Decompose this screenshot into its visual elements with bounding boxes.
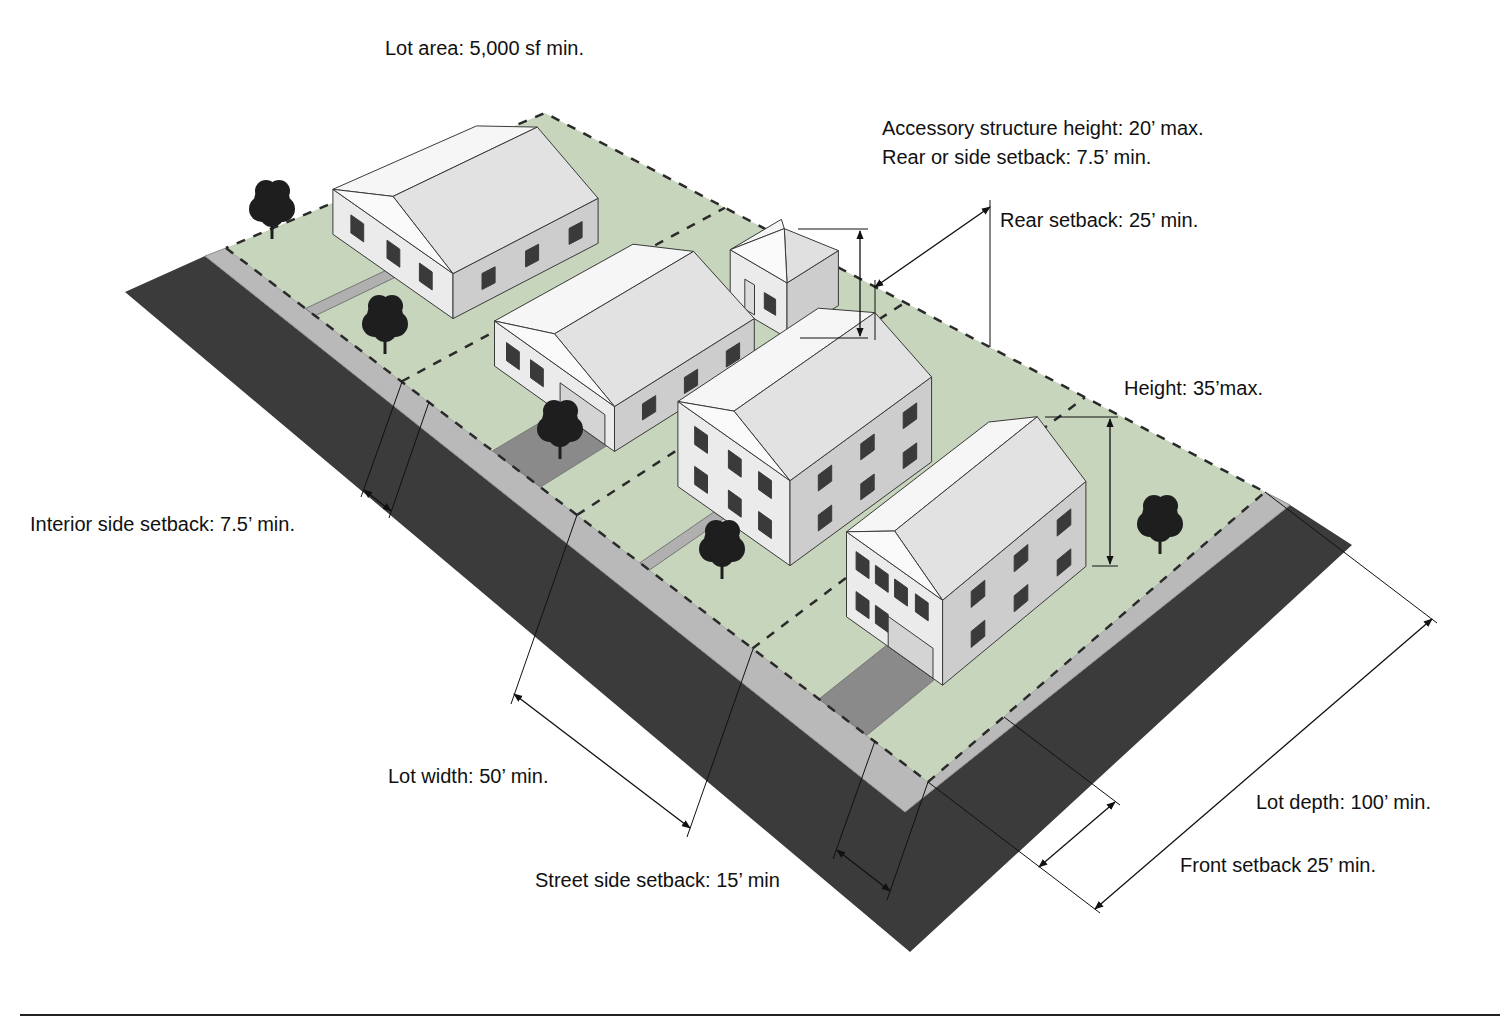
dimension-label: Lot width: 50’ min. — [388, 764, 548, 788]
tree-crown — [718, 520, 740, 542]
dimension-line — [1039, 802, 1115, 867]
extension-line — [875, 280, 876, 340]
roof-gable — [495, 321, 615, 407]
garage-door — [888, 616, 933, 678]
extension-line — [1045, 417, 1118, 418]
dimension-lines — [361, 200, 1437, 913]
window — [351, 215, 364, 242]
window — [895, 579, 908, 606]
dimension-label: Interior side setback: 7.5’ min. — [30, 512, 295, 536]
window — [569, 222, 582, 245]
extension-line — [798, 229, 868, 230]
dimension-label: Lot depth: 100’ min. — [1256, 790, 1431, 814]
trees — [249, 180, 1183, 579]
extension-line — [887, 782, 928, 900]
tree-crown — [268, 180, 290, 202]
window — [387, 240, 400, 267]
window — [856, 592, 869, 619]
dimension-line — [1109, 419, 1110, 564]
extension-line — [687, 649, 753, 837]
dimension-label: Front setback 25’ min. — [1180, 853, 1376, 877]
ground-marks — [226, 113, 1265, 782]
window — [1014, 545, 1028, 572]
window — [759, 512, 772, 539]
dimension-label: Rear setback: 25’ min. — [1000, 208, 1198, 232]
tree-crown — [556, 400, 578, 422]
extension-line — [511, 515, 577, 704]
window — [1057, 549, 1071, 576]
roof-gable — [333, 189, 453, 273]
extension-line — [389, 402, 429, 518]
extension-line — [928, 782, 1100, 913]
window — [482, 267, 495, 290]
window — [695, 426, 708, 453]
tree-crown — [1156, 495, 1178, 517]
buildings — [333, 126, 1086, 685]
window — [875, 565, 888, 592]
extension-line — [990, 200, 991, 347]
bottom-rule — [20, 1014, 1500, 1016]
dimension-label: Rear or side setback: 7.5’ min. — [882, 145, 1151, 169]
lot-ground — [226, 113, 1265, 782]
dimension-line — [837, 850, 890, 891]
window — [507, 343, 520, 370]
dimension-line — [859, 231, 860, 336]
window — [759, 472, 772, 499]
tree — [249, 180, 295, 239]
dimension-line — [364, 490, 391, 511]
window — [971, 580, 985, 607]
tree-crown — [710, 543, 734, 567]
window — [728, 450, 741, 477]
extension-line — [833, 741, 875, 859]
lot-line — [226, 113, 1265, 782]
window — [903, 403, 917, 429]
window — [1014, 585, 1028, 612]
window — [419, 263, 432, 290]
dimension-line — [875, 207, 990, 287]
extension-line — [1265, 492, 1437, 623]
window — [531, 360, 544, 387]
dimension-line — [514, 694, 690, 828]
tree — [699, 520, 745, 579]
window — [526, 244, 539, 267]
tree — [1137, 495, 1183, 554]
extension-line — [361, 382, 402, 497]
window — [856, 552, 869, 579]
tree-crown — [548, 423, 572, 447]
tree-crown — [373, 318, 397, 342]
tree-crown — [260, 203, 284, 227]
tree — [537, 400, 583, 459]
tree-crown — [381, 295, 403, 317]
window — [728, 490, 741, 517]
house — [847, 417, 1086, 686]
tree-crown — [1148, 518, 1172, 542]
window — [695, 466, 708, 493]
tree — [362, 295, 408, 354]
roof — [730, 229, 787, 283]
roof — [784, 229, 838, 283]
dimension-line — [1095, 619, 1432, 909]
dimension-label: Accessory structure height: 20’ max. — [882, 116, 1204, 140]
window — [818, 505, 831, 531]
window — [875, 605, 888, 632]
dimension-label: Street side setback: 15’ min — [535, 868, 780, 892]
extension-line — [1092, 566, 1118, 567]
window — [1057, 509, 1071, 536]
window — [764, 293, 775, 316]
extension-line — [800, 338, 868, 339]
window — [818, 465, 831, 491]
window — [861, 474, 874, 500]
window — [903, 443, 917, 469]
window — [915, 594, 928, 621]
dimension-label: Lot area: 5,000 sf min. — [385, 36, 584, 60]
dimension-label: Height: 35’max. — [1124, 376, 1263, 400]
window — [643, 396, 656, 420]
window — [971, 620, 985, 647]
window — [861, 434, 874, 460]
extension-line — [1004, 717, 1120, 805]
